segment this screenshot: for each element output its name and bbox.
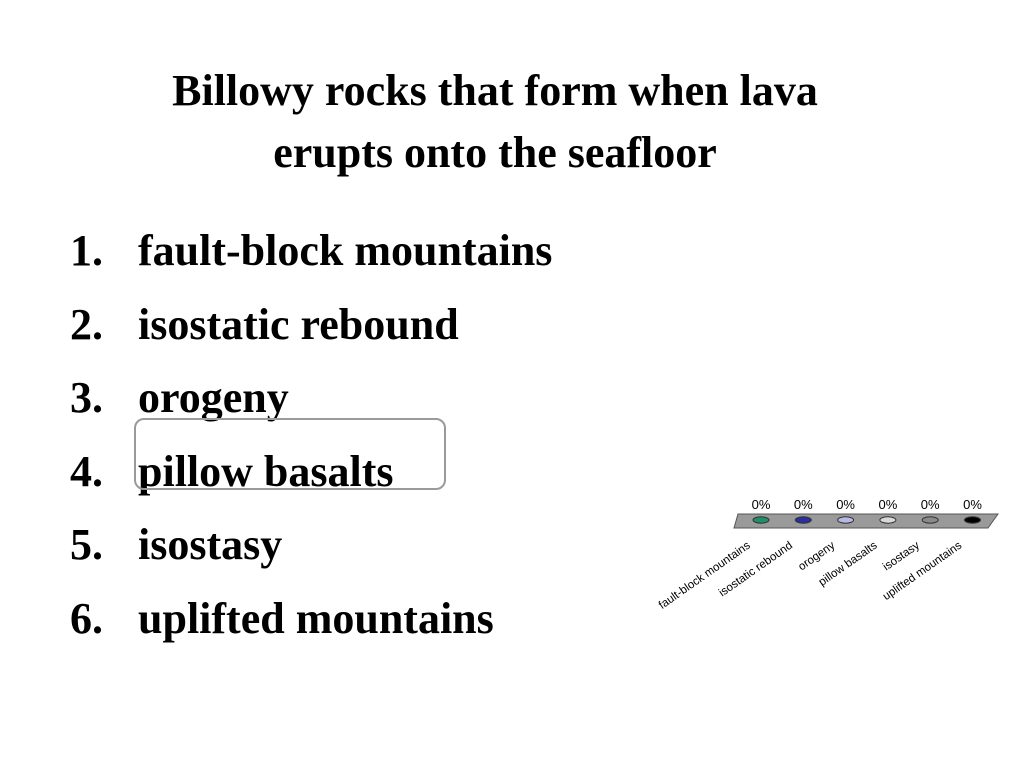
answer-text: uplifted mountains bbox=[138, 593, 494, 643]
answer-text: orogeny bbox=[138, 373, 289, 422]
chart-category-label: uplifted mountains bbox=[881, 539, 965, 603]
chart-value-label: 0% bbox=[752, 497, 771, 512]
answer-number: 3. bbox=[70, 373, 103, 422]
chart-category-label: isostatic rebound bbox=[717, 540, 795, 600]
chart-value-label: 0% bbox=[836, 497, 855, 512]
chart-bar-base bbox=[921, 516, 939, 524]
chart-value-label: 0% bbox=[963, 497, 982, 512]
question-title-line-1: Billowy rocks that form when lava bbox=[172, 66, 818, 115]
answer-text: pillow basalts bbox=[138, 446, 394, 496]
question-title-line-2: erupts onto the seafloor bbox=[273, 128, 717, 177]
answer-number: 5. bbox=[70, 520, 103, 569]
answer-text: isostatic rebound bbox=[138, 299, 459, 349]
chart-bar-base bbox=[964, 516, 981, 524]
chart-bar-base bbox=[837, 516, 855, 524]
chart-bar-base bbox=[752, 516, 770, 524]
chart-bar-base bbox=[879, 516, 897, 524]
chart-value-label: 0% bbox=[879, 497, 898, 512]
chart-value-label: 0% bbox=[794, 497, 813, 512]
question-title: Billowy rocks that form when lava erupts… bbox=[0, 60, 990, 184]
chart-value-label: 0% bbox=[921, 497, 940, 512]
chart-bar-base bbox=[794, 516, 812, 524]
answer-number: 1. bbox=[70, 226, 103, 275]
answer-number: 6. bbox=[70, 593, 103, 643]
answer-text: fault-block mountains bbox=[138, 226, 553, 275]
chart-platform bbox=[733, 513, 999, 529]
answer-number: 2. bbox=[70, 299, 103, 349]
answer-number: 4. bbox=[70, 446, 103, 496]
answer-text: isostasy bbox=[138, 520, 283, 569]
correct-answer-highlight bbox=[134, 418, 446, 490]
